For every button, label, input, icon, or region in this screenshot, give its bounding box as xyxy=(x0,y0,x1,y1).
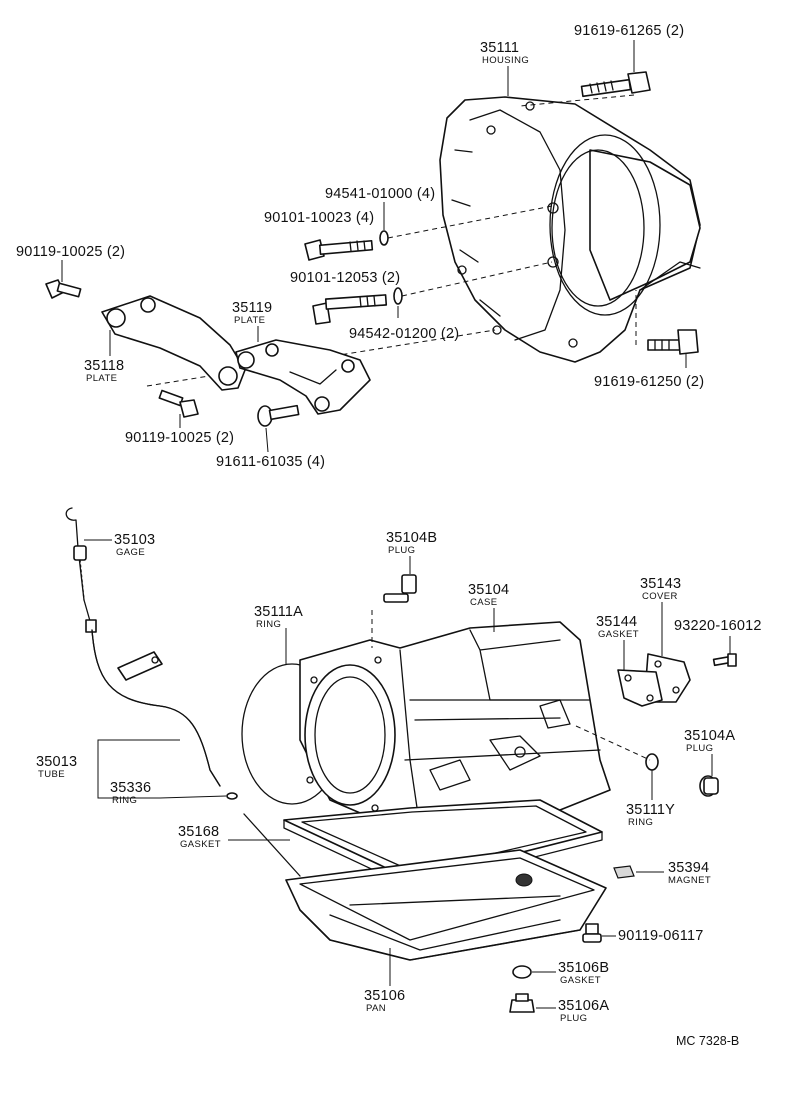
part-name-gasket-35106B: GASKET xyxy=(560,975,601,986)
alignment-line-3 xyxy=(146,329,496,387)
alignment-line-2 xyxy=(401,261,553,297)
plate-35118-drawing xyxy=(101,295,246,391)
part-number-94541-01000: 94541-01000 (4) xyxy=(325,186,435,202)
part-number-35111Y: 35111Y xyxy=(626,802,675,818)
part-name-plug-35104A: PLUG xyxy=(686,743,713,754)
part-number-35143: 35143 xyxy=(640,576,681,592)
part-name-ring-35336: RING xyxy=(112,795,137,806)
part-number-91619-61250: 91619-61250 (2) xyxy=(594,374,704,390)
alignment-line-4 xyxy=(519,94,635,107)
part-number-90119-06117: 90119-06117 xyxy=(618,928,704,944)
part-name-tube: TUBE xyxy=(38,769,65,780)
part-number-35118: 35118 xyxy=(84,358,124,374)
gasket-35106B-drawing xyxy=(512,965,532,979)
part-name-pan: PAN xyxy=(366,1003,386,1014)
plate-35119-drawing xyxy=(235,339,371,415)
part-number-35119: 35119 xyxy=(232,300,272,316)
part-name-plug-35106A: PLUG xyxy=(560,1013,587,1024)
alignment-line-7 xyxy=(575,725,651,761)
part-number-35394: 35394 xyxy=(668,860,709,876)
part-number-35336: 35336 xyxy=(110,780,151,796)
part-name-case: CASE xyxy=(470,597,497,608)
part-number-35106: 35106 xyxy=(364,988,405,1004)
bolt-91619-61265-drawing xyxy=(580,71,651,98)
bolt-93220-16012-drawing xyxy=(712,653,737,667)
bolt-91611-61035-drawing xyxy=(257,404,300,427)
bolt-91619-61250-drawing xyxy=(647,329,699,355)
part-number-90119-10025-lower: 90119-10025 (2) xyxy=(125,430,234,446)
bolt-90101-10023-drawing xyxy=(304,230,389,261)
part-name-gasket-35168: GASKET xyxy=(180,839,221,850)
ring-35336-drawing xyxy=(226,792,238,800)
bolt-90119-10025-upper-drawing xyxy=(45,279,82,299)
part-name-plug-35104B: PLUG xyxy=(388,545,415,556)
part-number-35013: 35013 xyxy=(36,754,77,770)
magnet-35394-drawing xyxy=(613,865,635,879)
part-name-housing: HOUSING xyxy=(482,55,529,66)
part-name-plate-35118: PLATE xyxy=(86,373,117,384)
part-number-90101-12053: 90101-12053 (2) xyxy=(290,270,400,286)
leader-91611 xyxy=(265,427,269,453)
gage-35103-drawing xyxy=(65,507,97,633)
reference-code: MC 7328-B xyxy=(676,1034,739,1048)
part-number-91611-61035: 91611-61035 (4) xyxy=(216,454,325,470)
part-number-91619-61265: 91619-61265 (2) xyxy=(574,23,684,39)
part-number-35168: 35168 xyxy=(178,824,219,840)
part-number-35104B: 35104B xyxy=(386,530,437,546)
case-35104-drawing xyxy=(299,621,611,831)
part-number-35103: 35103 xyxy=(114,532,155,548)
part-number-93220-16012: 93220-16012 xyxy=(674,618,762,634)
bolt-90101-12053-drawing xyxy=(312,287,403,325)
alignment-line-1 xyxy=(387,205,553,239)
part-number-35104: 35104 xyxy=(468,582,509,598)
part-number-94542-01200: 94542-01200 (2) xyxy=(349,326,459,342)
part-number-35144: 35144 xyxy=(596,614,637,630)
part-name-gasket-35144: GASKET xyxy=(598,629,639,640)
bolt-90119-06117-drawing xyxy=(582,923,602,943)
ring-35111Y-drawing xyxy=(645,753,659,771)
part-number-35106B: 35106B xyxy=(558,960,609,976)
plug-35104B-drawing xyxy=(383,574,417,603)
strainer-tube-drawing xyxy=(243,813,301,877)
part-name-plate-35119: PLATE xyxy=(234,315,265,326)
plug-35104A-drawing xyxy=(699,775,719,797)
part-number-90101-10023: 90101-10023 (4) xyxy=(264,210,374,226)
part-name-ring-35111Y: RING xyxy=(628,817,653,828)
part-number-35111: 35111 xyxy=(480,40,519,56)
housing-35111-drawing xyxy=(439,96,701,363)
part-name-ring-35111A: RING xyxy=(256,619,281,630)
part-number-35111A: 35111A xyxy=(254,604,303,620)
leader-35336 xyxy=(159,795,227,799)
gasket-35144-drawing xyxy=(617,669,663,707)
part-name-cover: COVER xyxy=(642,591,678,602)
bolt-90119-10025-lower-drawing xyxy=(158,389,199,418)
part-number-35104A: 35104A xyxy=(684,728,735,744)
part-name-magnet: MAGNET xyxy=(668,875,711,886)
part-number-35106A: 35106A xyxy=(558,998,609,1014)
part-number-90119-10025-upper: 90119-10025 (2) xyxy=(16,244,125,260)
plug-35106A-drawing xyxy=(509,993,535,1013)
pan-35106-drawing xyxy=(285,849,607,961)
part-name-gage: GAGE xyxy=(116,547,145,558)
tube-35013-drawing xyxy=(91,629,221,787)
leader-35013 xyxy=(97,739,180,799)
